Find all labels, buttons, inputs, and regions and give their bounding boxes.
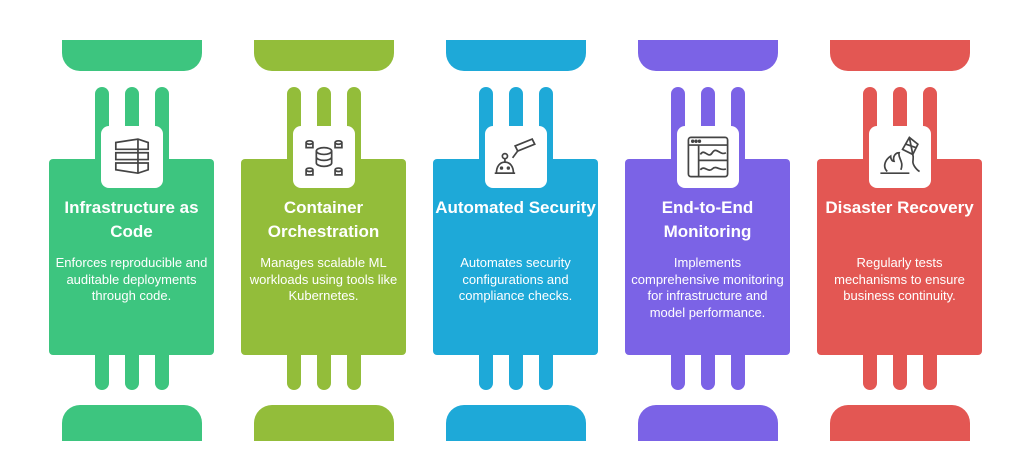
- step-column: Automated Security Automates security co…: [433, 0, 625, 470]
- card-description: Implements comprehensive monitoring for …: [631, 255, 784, 320]
- bottom-cap: [62, 405, 202, 441]
- top-cap: [446, 40, 586, 71]
- server-stack-icon: [114, 138, 150, 175]
- top-cap: [62, 40, 202, 71]
- monitoring-dashboard-icon: [687, 136, 729, 178]
- icon-box: [101, 126, 163, 188]
- card-title: Disaster Recovery: [825, 198, 974, 217]
- step-card: Disaster Recovery Regularly tests mechan…: [817, 159, 982, 355]
- icon-box: [293, 126, 355, 188]
- top-cap: [830, 40, 970, 71]
- icon-box: [485, 126, 547, 188]
- step-column: Infrastructure as Code Enforces reproduc…: [49, 0, 241, 470]
- security-camera-robot-icon: [494, 138, 536, 175]
- step-card: End-to-End Monitoring Implements compreh…: [625, 159, 790, 355]
- step-column: Container Orchestration Manages scalable…: [241, 0, 433, 470]
- card-description: Automates security configurations and co…: [458, 255, 573, 303]
- database-network-icon: [305, 139, 343, 176]
- card-description: Manages scalable ML workloads using tool…: [249, 255, 398, 303]
- bottom-cap: [446, 405, 586, 441]
- top-cap: [638, 40, 778, 71]
- bottom-cap: [830, 405, 970, 441]
- icon-box: [677, 126, 739, 188]
- icon-box: [869, 126, 931, 188]
- card-description: Regularly tests mechanisms to ensure bus…: [834, 255, 965, 303]
- step-card: Automated Security Automates security co…: [433, 159, 598, 355]
- top-cap: [254, 40, 394, 71]
- fire-kite-icon: [880, 136, 921, 175]
- card-title: Automated Security: [435, 198, 596, 217]
- step-column: End-to-End Monitoring Implements compreh…: [625, 0, 817, 470]
- card-title: Container Orchestration: [267, 198, 380, 241]
- bottom-cap: [638, 405, 778, 441]
- step-card: Infrastructure as Code Enforces reproduc…: [49, 159, 214, 355]
- card-title: Infrastructure as Code: [64, 198, 199, 241]
- step-card: Container Orchestration Manages scalable…: [241, 159, 406, 355]
- bottom-cap: [254, 405, 394, 441]
- step-column: Disaster Recovery Regularly tests mechan…: [817, 0, 1009, 470]
- card-description: Enforces reproducible and auditable depl…: [55, 255, 208, 303]
- card-title: End-to-End Monitoring: [661, 198, 754, 241]
